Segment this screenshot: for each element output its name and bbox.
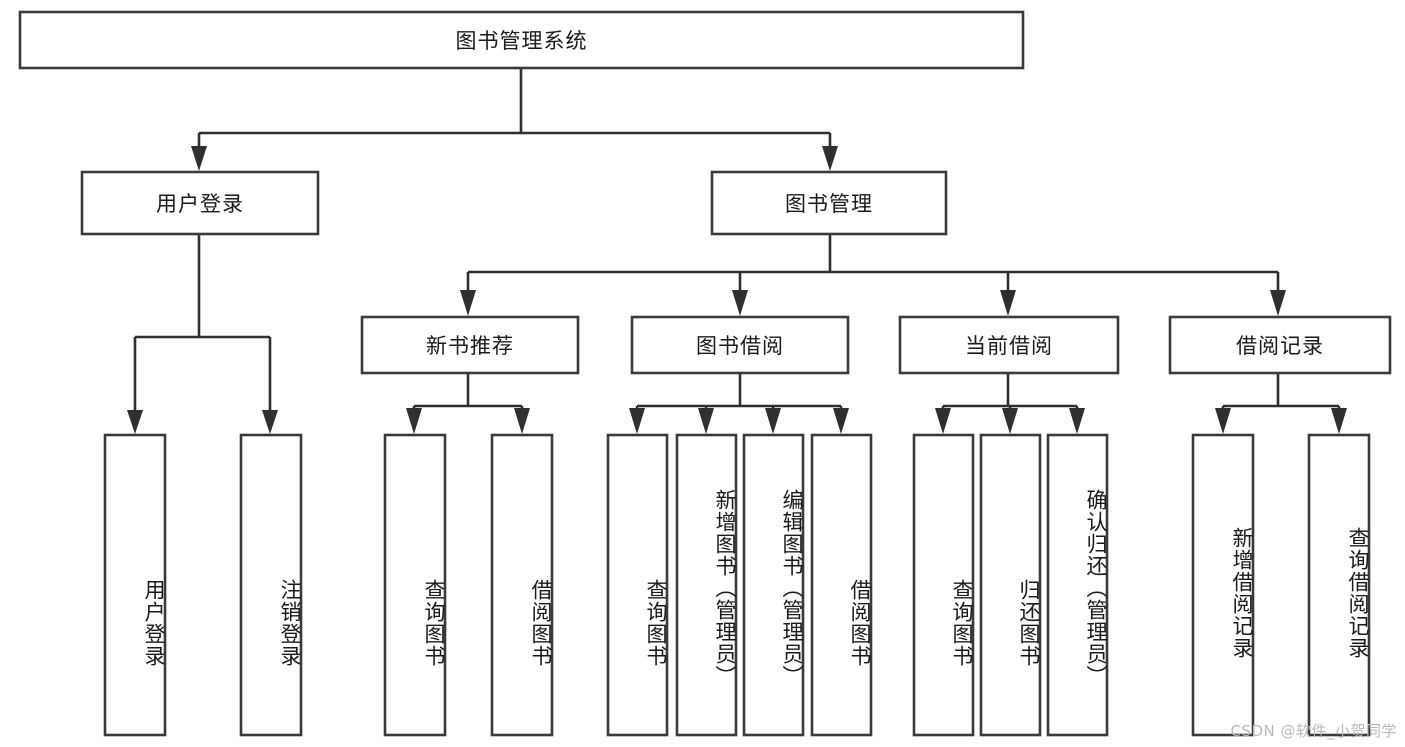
arrow-head-ul-leaf2 xyxy=(262,410,278,434)
leaf-box-user-login[interactable] xyxy=(103,433,167,737)
arrow-head-new-book-rec xyxy=(460,290,476,316)
connector-group-book-mgmt xyxy=(460,233,1286,316)
node-box-new-book-rec[interactable] xyxy=(360,315,580,375)
arrow-head-br-leaf1 xyxy=(1215,408,1231,434)
arrow-head-cb-leaf1 xyxy=(935,408,951,434)
arrow-head-bb-leaf3 xyxy=(765,408,781,434)
arrow-head-current-borrow xyxy=(1000,290,1016,316)
leaf-box-edit-book-admin[interactable] xyxy=(742,433,805,737)
node-box-root[interactable] xyxy=(18,10,1025,70)
arrow-head-br-leaf2 xyxy=(1331,408,1347,434)
arrow-head-bb-leaf2 xyxy=(698,408,714,434)
node-box-book-mgmt[interactable] xyxy=(710,170,948,236)
node-box-current-borrow[interactable] xyxy=(898,315,1120,375)
connector-group-borrow-record xyxy=(1215,373,1347,434)
arrow-head-book-mgmt xyxy=(822,146,838,171)
arrow-head-bb-leaf4 xyxy=(833,408,849,434)
leaf-box-query-borrow-record[interactable] xyxy=(1307,433,1371,737)
leaf-box-logout[interactable] xyxy=(239,433,303,737)
leaf-box-add-book-admin[interactable] xyxy=(675,433,738,737)
arrow-head-bb-leaf1 xyxy=(629,408,645,434)
arrow-head-user-login xyxy=(191,146,207,171)
leaf-box-return-book[interactable] xyxy=(979,433,1042,737)
node-box-borrow-record[interactable] xyxy=(1168,315,1392,375)
arrow-head-cb-leaf2 xyxy=(1002,408,1018,434)
arrow-head-borrow-record xyxy=(1270,290,1286,316)
connector-group-book-borrow xyxy=(629,373,849,434)
leaf-box-borrow-book-a[interactable] xyxy=(490,433,554,737)
arrow-head-cb-leaf3 xyxy=(1069,408,1085,434)
leaf-box-add-borrow-record[interactable] xyxy=(1191,433,1255,737)
leaf-box-borrow-book-b[interactable] xyxy=(810,433,873,737)
leaf-box-query-book-b[interactable] xyxy=(606,433,669,737)
arrow-head-nbr-leaf1 xyxy=(406,408,422,434)
connector-group-current-borrow xyxy=(935,373,1085,434)
arrow-head-ul-leaf1 xyxy=(127,410,143,434)
node-box-user-login[interactable] xyxy=(80,170,320,236)
csdn-watermark: CSDN @软件_小贺同学 xyxy=(1230,722,1397,740)
connector-group-root xyxy=(191,68,838,171)
leaf-box-confirm-return-admin[interactable] xyxy=(1046,433,1109,737)
arrow-head-book-borrow xyxy=(732,290,748,316)
connector-group-user-login xyxy=(127,235,278,434)
leaf-box-query-book-c[interactable] xyxy=(912,433,975,737)
node-box-book-borrow[interactable] xyxy=(630,315,850,375)
arrow-head-nbr-leaf2 xyxy=(514,408,530,434)
leaf-box-query-book-a[interactable] xyxy=(383,433,447,737)
connector-group-new-book-rec xyxy=(406,373,530,434)
